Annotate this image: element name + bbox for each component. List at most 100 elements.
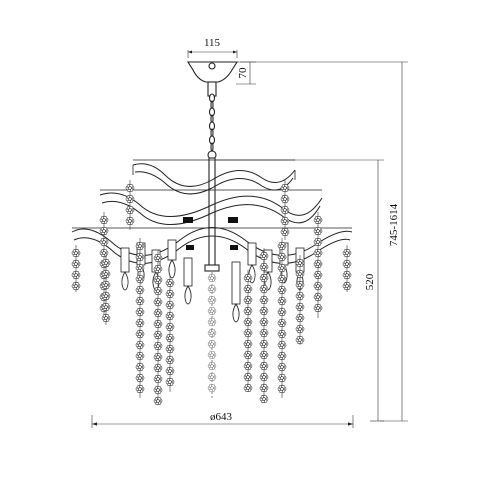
crystal-bead (243, 328, 253, 338)
crystal-bead (153, 363, 163, 373)
crystal-strand (101, 255, 111, 325)
crystal-bead (295, 280, 305, 290)
crystal-bead (99, 215, 109, 225)
crystal-bead (277, 384, 287, 394)
crystal-bead (135, 307, 145, 317)
crystal-bead (165, 377, 175, 387)
crystal-bead (153, 308, 163, 318)
crystal-bead (207, 296, 217, 304)
crystal-bead (342, 248, 352, 258)
crystal-bead (243, 273, 253, 283)
label-diameter: ø643 (210, 411, 233, 423)
crystal-bead (243, 284, 253, 294)
crystal-strand (153, 250, 163, 406)
crystal-bead (295, 324, 305, 334)
crystal-bead (277, 307, 287, 317)
label-total-height: 745-1614 (388, 203, 400, 246)
dim-canopy-height: 70 (236, 61, 256, 85)
crystal-bead (135, 252, 145, 262)
crystal-bead (259, 317, 269, 327)
crystal-bead (153, 275, 163, 285)
crystal-bead (313, 281, 323, 291)
crystal-bead (135, 296, 145, 306)
crystal-bead (342, 281, 352, 291)
crystal-strand (295, 255, 305, 345)
crystal-bead (313, 226, 323, 236)
crystal-bead (165, 278, 175, 288)
crystal-bead (259, 383, 269, 393)
crystal-strand (125, 180, 135, 230)
crystal-bead (153, 253, 163, 263)
crystal-bead (295, 291, 305, 301)
crystal-bead (243, 339, 253, 349)
crystal-strand (259, 248, 269, 404)
crystal-bead (99, 248, 109, 258)
crystal-bead (295, 269, 305, 279)
crystal-strand (280, 180, 290, 240)
crystal-bead (135, 318, 145, 328)
crystal-bead (277, 318, 287, 328)
crystal-bead (71, 259, 81, 269)
crystal-bead (207, 307, 217, 315)
crystal-bead (207, 384, 217, 392)
candle (183, 257, 193, 305)
crystal-bead (135, 351, 145, 361)
canopy (187, 61, 238, 97)
crystal-bead (135, 274, 145, 284)
crystal-strand (342, 245, 352, 292)
crystal-bead (259, 350, 269, 360)
crystal-bead (165, 333, 175, 343)
crystal-bead (135, 263, 145, 273)
dim-diameter: ø643 (91, 411, 354, 428)
dim-canopy-width: 115 (187, 37, 238, 58)
crystal-bead (243, 295, 253, 305)
crystal-bead (165, 289, 175, 299)
dim-body-height: 520 (214, 159, 384, 422)
crystal-bead (207, 285, 217, 293)
crystal-bead (280, 205, 290, 215)
crystal-bead (280, 227, 290, 237)
crystal-bead (99, 237, 109, 247)
crystal-strand-center (207, 272, 217, 400)
crystal-strand (165, 275, 175, 392)
crystal-bead (313, 259, 323, 269)
crystal-bead (280, 183, 290, 193)
crystal-strand (243, 270, 253, 393)
crystal-bead (153, 319, 163, 329)
crystal-bead (153, 297, 163, 307)
crystal-bead (277, 285, 287, 295)
crystal-bead (165, 311, 175, 321)
crystal-bead (277, 296, 287, 306)
crystal-bead (71, 281, 81, 291)
crystal-bead (125, 216, 135, 226)
crystal-bead (125, 183, 135, 193)
crystal-bead (125, 205, 135, 215)
crystal-strand (277, 238, 287, 398)
crystal-bead (313, 303, 323, 313)
crystal-bead (165, 344, 175, 354)
crystal-bead (207, 274, 217, 282)
crystal-bead (135, 329, 145, 339)
crystal-bead (243, 361, 253, 371)
crystal-bead (207, 329, 217, 337)
crystal-bead (135, 384, 145, 394)
crystal-bead (101, 302, 111, 312)
label-canopy-width: 115 (204, 37, 221, 49)
crystal-bead (277, 263, 287, 273)
crystal-bead (207, 373, 217, 381)
crystal-bead (207, 340, 217, 348)
crystal-strand (135, 238, 145, 398)
crystal-bead (277, 241, 287, 251)
crystal-bead (153, 374, 163, 384)
crystal-bead (165, 300, 175, 310)
crystal-bead (207, 362, 217, 370)
crystal-bead (277, 351, 287, 361)
crystal-bead (277, 362, 287, 372)
crystal-bead (101, 280, 111, 290)
crystal-strands (71, 180, 352, 406)
crystal-bead (153, 396, 163, 406)
crystal-bead (259, 251, 269, 261)
crystal-bead (259, 361, 269, 371)
crystal-bead (207, 351, 217, 359)
crystal-bead (259, 284, 269, 294)
